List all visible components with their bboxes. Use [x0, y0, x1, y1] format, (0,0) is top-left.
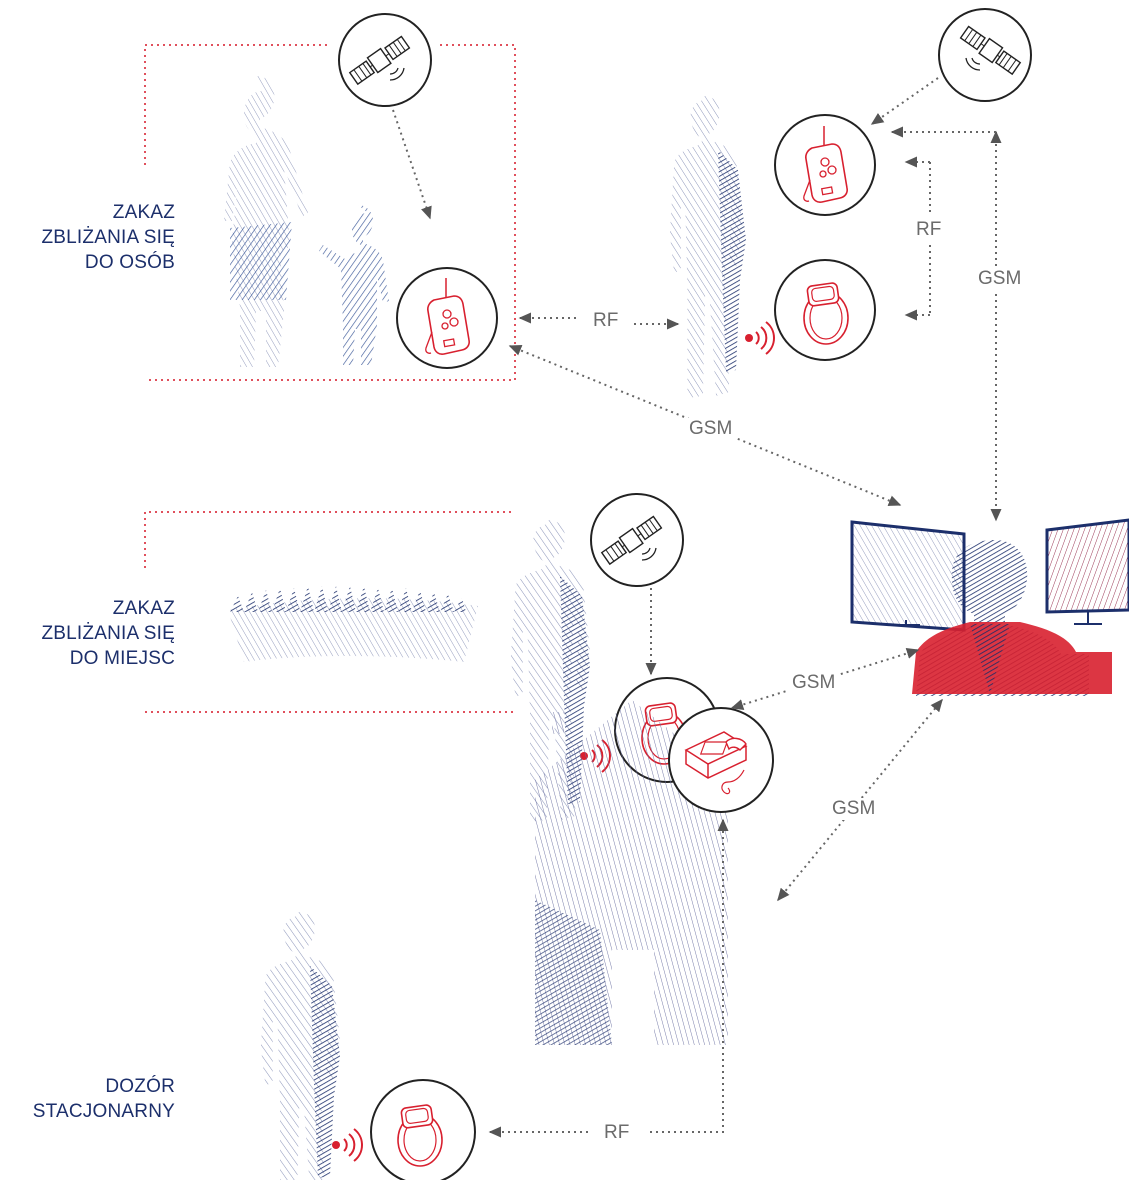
mobile-tracker-icon — [397, 268, 497, 368]
link-label-gsm-diag: GSM — [685, 418, 736, 440]
woman-silhouette — [224, 76, 308, 367]
category-line: DO OSÓB — [41, 250, 175, 275]
category-line: DO MIEJSC — [41, 646, 175, 671]
link-label-gsm-right: GSM — [974, 268, 1025, 290]
link-label-rf-bottom: RF — [600, 1122, 633, 1144]
category-line: STACJONARNY — [33, 1099, 175, 1124]
person-silhouette-icon — [670, 96, 774, 398]
category-label-miejsca: ZAKAZ ZBLIŻANIA SIĘ DO MIEJSC — [41, 596, 175, 671]
link-sat-tracker-2 — [872, 78, 938, 124]
category-line: DOZÓR — [33, 1074, 175, 1099]
category-label-stacjonarny: DOZÓR STACJONARNY — [33, 1074, 175, 1124]
link-label-gsm-lower: GSM — [828, 798, 879, 820]
category-line: ZBLIŻANIA SIĘ — [41, 621, 175, 646]
satellite-icon — [591, 494, 683, 586]
wrist-band-icon — [775, 260, 875, 360]
link-label-rf-top: RF — [589, 310, 622, 332]
person-silhouette-icon — [261, 912, 362, 1180]
category-line: ZAKAZ — [41, 596, 175, 621]
wrist-band-icon — [371, 1080, 475, 1180]
monitor-icon — [852, 522, 964, 630]
satellite-icon — [339, 14, 431, 106]
monitor-icon — [1047, 520, 1129, 624]
category-label-osoby: ZAKAZ ZBLIŻANIA SIĘ DO OSÓB — [41, 200, 175, 275]
category-line: ZAKAZ — [41, 200, 175, 225]
base-station-icon — [669, 708, 773, 812]
child-silhouette — [319, 205, 389, 365]
satellite-icon — [939, 9, 1031, 101]
stadium-icon — [228, 586, 478, 662]
link-label-rf-vertical: RF — [912, 219, 945, 241]
category-line: ZBLIŻANIA SIĘ — [41, 225, 175, 250]
mobile-tracker-icon — [775, 115, 875, 215]
link-sat-tracker-1 — [393, 110, 430, 218]
link-label-gsm-mid: GSM — [788, 672, 839, 694]
